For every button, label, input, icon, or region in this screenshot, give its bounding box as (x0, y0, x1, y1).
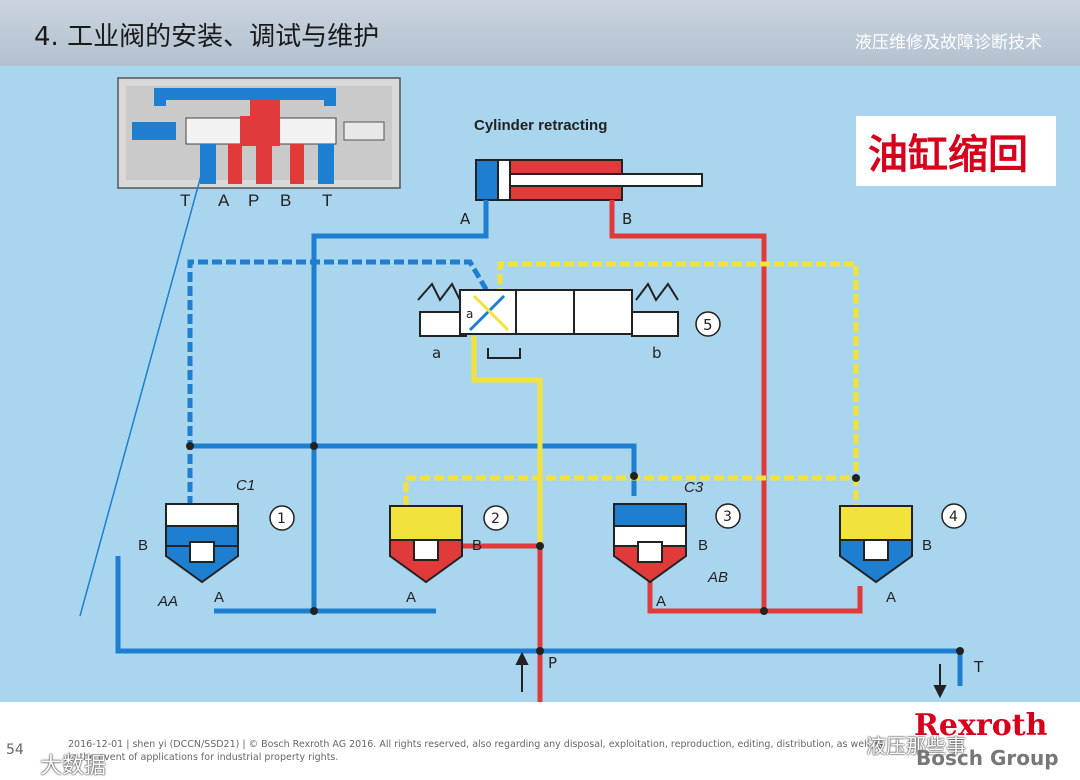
wechat-account: 液压那些事 (866, 734, 966, 758)
flow-arrows (515, 651, 947, 699)
pilot-number-circle (695, 311, 721, 337)
pilot-valve (417, 282, 679, 359)
valve-1-port-b: B (138, 537, 148, 554)
valve-number-circles (269, 503, 967, 531)
slide-subtitle: 液压维修及故障诊断技术 (855, 33, 1042, 53)
valve-3-chamber: C3 (684, 479, 704, 496)
pilot-label-b: b (652, 344, 662, 362)
valve-4-port-b: B (922, 537, 932, 554)
valve-3-area: AB (707, 569, 728, 586)
pilot-number: 5 (703, 316, 713, 334)
inset-port-t1: T (180, 191, 190, 210)
valve-section-inset (79, 77, 401, 617)
valve-1-area: AA (157, 593, 178, 610)
valve-4-port-a: A (886, 589, 896, 606)
supply-port-t: T (973, 658, 984, 676)
cartridge-valve-3 (613, 503, 687, 584)
valve-4-number: 4 (949, 509, 958, 525)
valve-3-port-a: A (656, 593, 666, 610)
valve-1-number: 1 (277, 511, 286, 527)
valve-2-port-a: A (406, 589, 416, 606)
cartridge-valve-2 (389, 505, 463, 584)
slide-footer: 54 2016-12-01 | shen yi (DCCN/SSD21) | ©… (0, 702, 1080, 780)
brand-logo: Rexroth (914, 708, 1048, 743)
cylinder-port-a: A (460, 210, 471, 228)
junction-dots (186, 442, 964, 655)
valve-2-number: 2 (491, 511, 500, 527)
inset-port-b: B (280, 191, 291, 210)
inset-port-a: A (218, 191, 230, 210)
hydraulic-cylinder (475, 159, 703, 201)
diagram-caption: Cylinder retracting (474, 117, 607, 134)
legal-notice: 2016-12-01 | shen yi (DCCN/SSD21) | © Bo… (68, 739, 884, 763)
pilot-lines (403, 261, 859, 506)
badge-box (856, 116, 1056, 186)
inset-port-p: P (248, 191, 259, 210)
state-badge: 油缸缩回 (868, 131, 1028, 178)
slide-title: 4. 工业阀的安装、调试与维护 (34, 22, 380, 52)
pilot-label-a: a (432, 344, 441, 362)
pilot-supply-lines (471, 336, 543, 546)
cartridge-valve-4 (839, 505, 913, 584)
page-number: 54 (6, 742, 24, 758)
hydraulic-diagram: T A P B T Cylinder retracting 油缸缩回 A B (0, 66, 1080, 702)
valve-3-number: 3 (723, 509, 732, 525)
valve-3-port-b: B (698, 537, 708, 554)
inset-port-t2: T (322, 191, 332, 210)
cartridge-valve-1 (165, 503, 239, 584)
slide-header: 4. 工业阀的安装、调试与维护 液压维修及故障诊断技术 (0, 0, 1080, 66)
cylinder-port-b: B (622, 210, 632, 228)
valve-1-chamber: C1 (236, 477, 255, 494)
pilot-inner-label: a (466, 307, 473, 321)
valve-2-port-b: B (472, 537, 482, 554)
brand-group: Bosch Group (916, 746, 1059, 770)
valve-1-port-a: A (214, 589, 224, 606)
supply-port-p: P (548, 654, 557, 672)
watermark-text: 大数据 (40, 754, 107, 779)
